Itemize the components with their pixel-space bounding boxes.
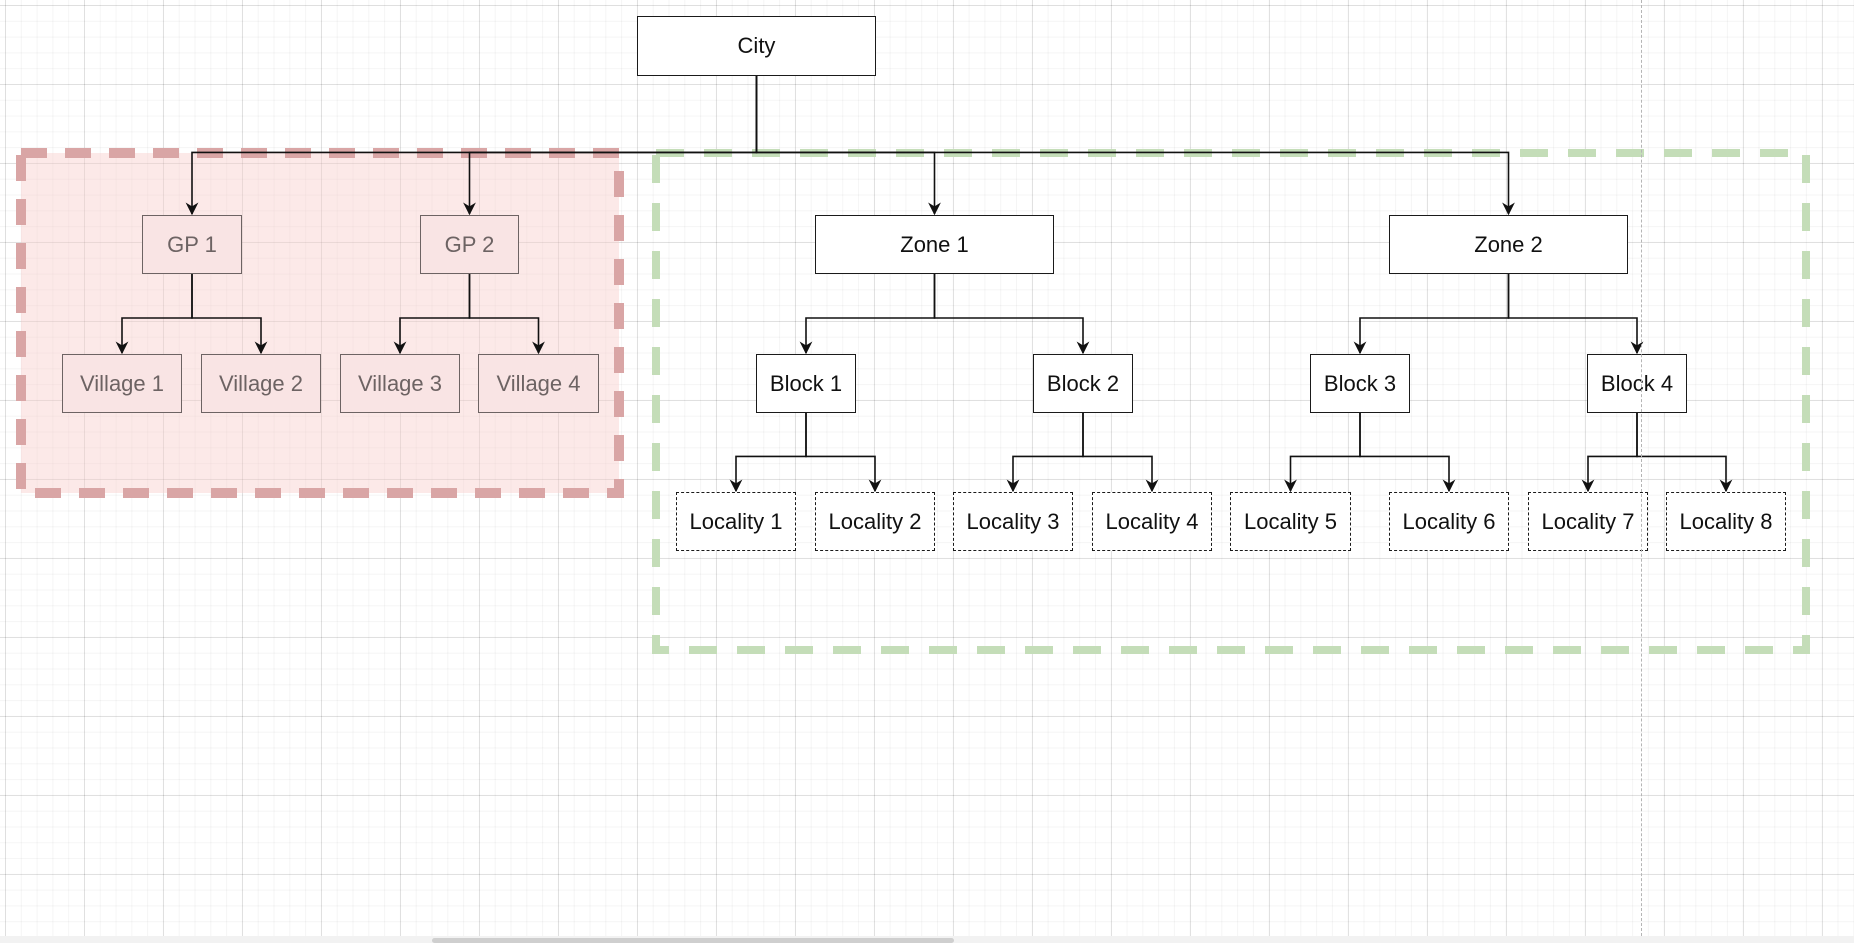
- node-village-1[interactable]: Village 1: [62, 354, 182, 413]
- connector-block4-locality8[interactable]: [1636, 413, 1733, 493]
- connector-zone2-block3[interactable]: [1353, 274, 1510, 355]
- node-gp-2[interactable]: GP 2: [420, 215, 519, 274]
- node-village-4[interactable]: Village 4: [478, 354, 599, 413]
- horizontal-scrollbar-thumb[interactable]: [432, 938, 954, 943]
- connector-block2-locality4[interactable]: [1082, 413, 1159, 493]
- node-block-1[interactable]: Block 1: [756, 354, 856, 413]
- node-block-2[interactable]: Block 2: [1033, 354, 1133, 413]
- node-locality-4[interactable]: Locality 4: [1092, 492, 1212, 551]
- connector-gp1-village2[interactable]: [191, 274, 268, 355]
- rural-group-box[interactable]: [16, 148, 624, 498]
- connector-block1-locality2[interactable]: [805, 413, 882, 493]
- connector-block3-locality6[interactable]: [1359, 413, 1456, 493]
- node-locality-2[interactable]: Locality 2: [815, 492, 935, 551]
- node-village-2[interactable]: Village 2: [201, 354, 321, 413]
- node-block-3[interactable]: Block 3: [1310, 354, 1410, 413]
- node-block-4[interactable]: Block 4: [1587, 354, 1687, 413]
- node-city[interactable]: City: [637, 16, 876, 76]
- connector-city-zone1[interactable]: [755, 76, 941, 216]
- connector-zone2-block4[interactable]: [1507, 274, 1644, 355]
- node-locality-7[interactable]: Locality 7: [1528, 492, 1648, 551]
- connector-block4-locality7[interactable]: [1581, 413, 1638, 493]
- node-zone-2[interactable]: Zone 2: [1389, 215, 1628, 274]
- page-break-guide: [1641, 0, 1642, 936]
- connector-city-zone2[interactable]: [755, 76, 1515, 216]
- node-locality-5[interactable]: Locality 5: [1230, 492, 1351, 551]
- node-locality-1[interactable]: Locality 1: [676, 492, 796, 551]
- connector-block2-locality3[interactable]: [1006, 413, 1084, 493]
- connector-block3-locality5[interactable]: [1284, 413, 1361, 493]
- connector-zone1-block1[interactable]: [799, 274, 936, 355]
- node-gp-1[interactable]: GP 1: [142, 215, 242, 274]
- connector-zone1-block2[interactable]: [933, 274, 1090, 355]
- node-zone-1[interactable]: Zone 1: [815, 215, 1054, 274]
- node-locality-8[interactable]: Locality 8: [1666, 492, 1786, 551]
- connector-block1-locality1[interactable]: [729, 413, 807, 493]
- node-locality-6[interactable]: Locality 6: [1389, 492, 1509, 551]
- node-locality-3[interactable]: Locality 3: [953, 492, 1073, 551]
- urban-group-box[interactable]: [652, 149, 1810, 654]
- edges-layer: [115, 76, 1733, 493]
- connector-gp2-village4[interactable]: [468, 274, 545, 355]
- node-village-3[interactable]: Village 3: [340, 354, 460, 413]
